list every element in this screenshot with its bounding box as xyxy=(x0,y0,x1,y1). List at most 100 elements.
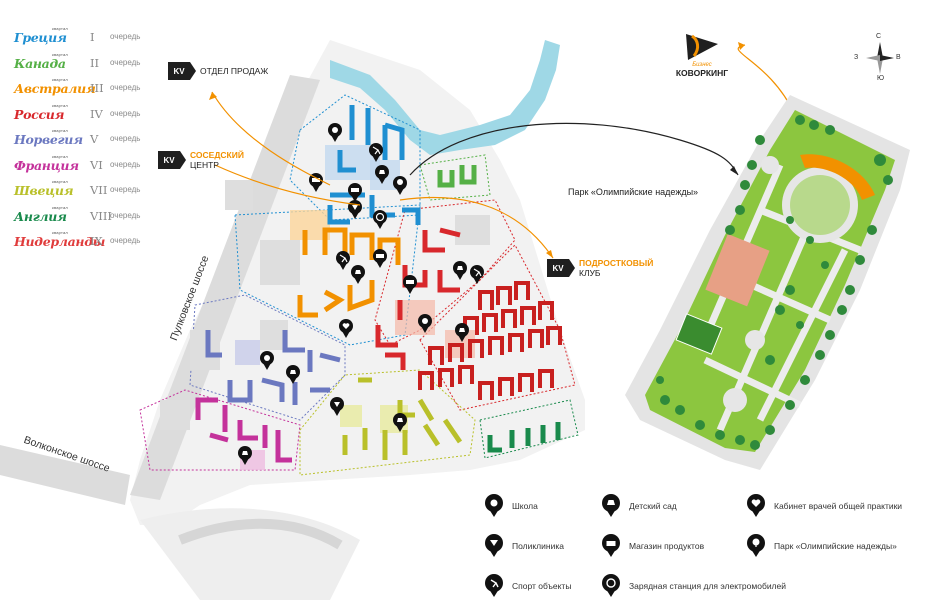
queue-quarter-word: квартал xyxy=(52,26,68,31)
clinic-icon[interactable] xyxy=(330,397,344,416)
sport-icon[interactable] xyxy=(369,143,383,162)
kindergarten-icon[interactable] xyxy=(238,446,252,465)
building-gray xyxy=(160,400,190,430)
grocery-icon xyxy=(602,534,620,557)
football-field xyxy=(675,313,723,355)
grocery-icon[interactable] xyxy=(348,183,362,202)
kv-logo-icon: KV xyxy=(168,62,196,80)
poi-legend-label: Зарядная станция для электромобилей xyxy=(629,581,786,591)
poi-legend-item: Магазин продуктов xyxy=(601,534,704,558)
courtyard xyxy=(235,340,260,365)
trees xyxy=(656,115,893,450)
queue-word: очередь xyxy=(110,32,141,41)
queue-name: Англия xyxy=(14,208,67,224)
queue-name: Греция xyxy=(14,30,67,45)
queue-quarter-word: квартал xyxy=(52,204,68,210)
school-icon[interactable] xyxy=(418,314,432,333)
teen-club-label: ПОДРОСТКОВЫЙ КЛУБ xyxy=(579,258,653,278)
queue-number: VI xyxy=(90,157,103,172)
kindergarten-icon[interactable] xyxy=(453,261,467,280)
queue-number: VII xyxy=(90,183,108,197)
park-icon xyxy=(747,534,765,557)
park-icon[interactable] xyxy=(393,176,407,195)
building-gray xyxy=(455,215,490,245)
kindergarten-icon[interactable] xyxy=(351,265,365,284)
buildings-canada xyxy=(437,165,477,188)
buildings-netherlands xyxy=(418,281,562,400)
poi-legend-label: Спорт объекты xyxy=(512,581,572,591)
poi-legend-label: Школа xyxy=(512,501,538,511)
poi-legend-label: Магазин продуктов xyxy=(629,541,705,551)
kindergarten-icon[interactable] xyxy=(375,165,389,184)
doctor-icon[interactable] xyxy=(339,319,353,338)
school-icon xyxy=(485,494,503,517)
queue-quarter-word: квартал xyxy=(52,128,68,133)
zone-netherlands xyxy=(419,244,576,411)
zone-norway xyxy=(189,294,346,421)
compass-rose-icon xyxy=(866,42,894,74)
neighbor-center-callout[interactable]: KV СОСЕДСКИЙ ЦЕНТР xyxy=(158,150,244,170)
building-gray xyxy=(225,180,253,210)
ev-charging-icon[interactable] xyxy=(373,210,387,229)
neighbor-center-line1: СОСЕДСКИЙ xyxy=(190,150,244,160)
teen-club-line2: КЛУБ xyxy=(579,268,601,278)
queue-number: III xyxy=(90,81,104,95)
buildings-australia xyxy=(297,227,401,318)
poi-legend-label: Поликлиника xyxy=(512,541,564,551)
teen-club-line1: ПОДРОСТКОВЫЙ xyxy=(579,258,654,268)
queue-quarter-word: квартал xyxy=(52,230,68,235)
queue-name: Франция xyxy=(14,157,79,173)
kindergarten-icon[interactable] xyxy=(286,365,300,384)
coworking-callout[interactable]: Бизнес КОВОРКИНГ xyxy=(672,30,732,78)
queue-name: Канада xyxy=(14,55,66,71)
kindergarten-icon[interactable] xyxy=(393,413,407,432)
kindergarten-icon xyxy=(602,494,620,517)
court xyxy=(705,233,770,307)
sport-icon[interactable] xyxy=(470,265,484,284)
queue-name: Норвегия xyxy=(14,132,83,147)
grocery-icon[interactable] xyxy=(373,249,387,268)
zone-england xyxy=(479,399,579,459)
queue-word: очередь xyxy=(110,159,141,169)
queue-name: Швеция xyxy=(14,183,74,198)
grocery-icon[interactable] xyxy=(403,275,417,294)
poi-legend-item: Парк «Олимпийские надежды» xyxy=(746,534,897,558)
buildings-greece xyxy=(327,105,421,225)
school-icon[interactable] xyxy=(260,351,274,370)
ev-charging-icon xyxy=(602,574,620,597)
queue-number: II xyxy=(90,55,100,70)
zone-sweden xyxy=(299,369,476,476)
neighbor-center-line2: ЦЕНТР xyxy=(190,160,219,170)
kv-logo-icon: KV xyxy=(547,259,575,277)
buildings-norway xyxy=(205,330,341,405)
coworking-label: КОВОРКИНГ xyxy=(675,68,729,78)
sport-icon[interactable] xyxy=(336,251,350,270)
volkonskoye-road xyxy=(0,445,130,505)
compass-north: С xyxy=(876,33,882,40)
buildings-france xyxy=(195,397,292,463)
kv-logo-icon: KV xyxy=(158,151,186,169)
kindergarten-icon[interactable] xyxy=(455,323,469,342)
queue-quarter-word: квартал xyxy=(52,77,68,82)
school-icon[interactable] xyxy=(328,123,342,142)
queue-word: очередь xyxy=(110,210,141,220)
sport-icon xyxy=(485,574,503,597)
courtyard xyxy=(340,405,362,427)
coworking-brand: Бизнес xyxy=(692,62,712,68)
queue-word: очередь xyxy=(110,57,141,67)
sales-office-callout[interactable]: KV ОТДЕЛ ПРОДАЖ xyxy=(168,62,268,80)
teen-club-callout[interactable]: KV ПОДРОСТКОВЫЙ КЛУБ xyxy=(547,258,653,278)
zone-russia xyxy=(374,199,516,346)
